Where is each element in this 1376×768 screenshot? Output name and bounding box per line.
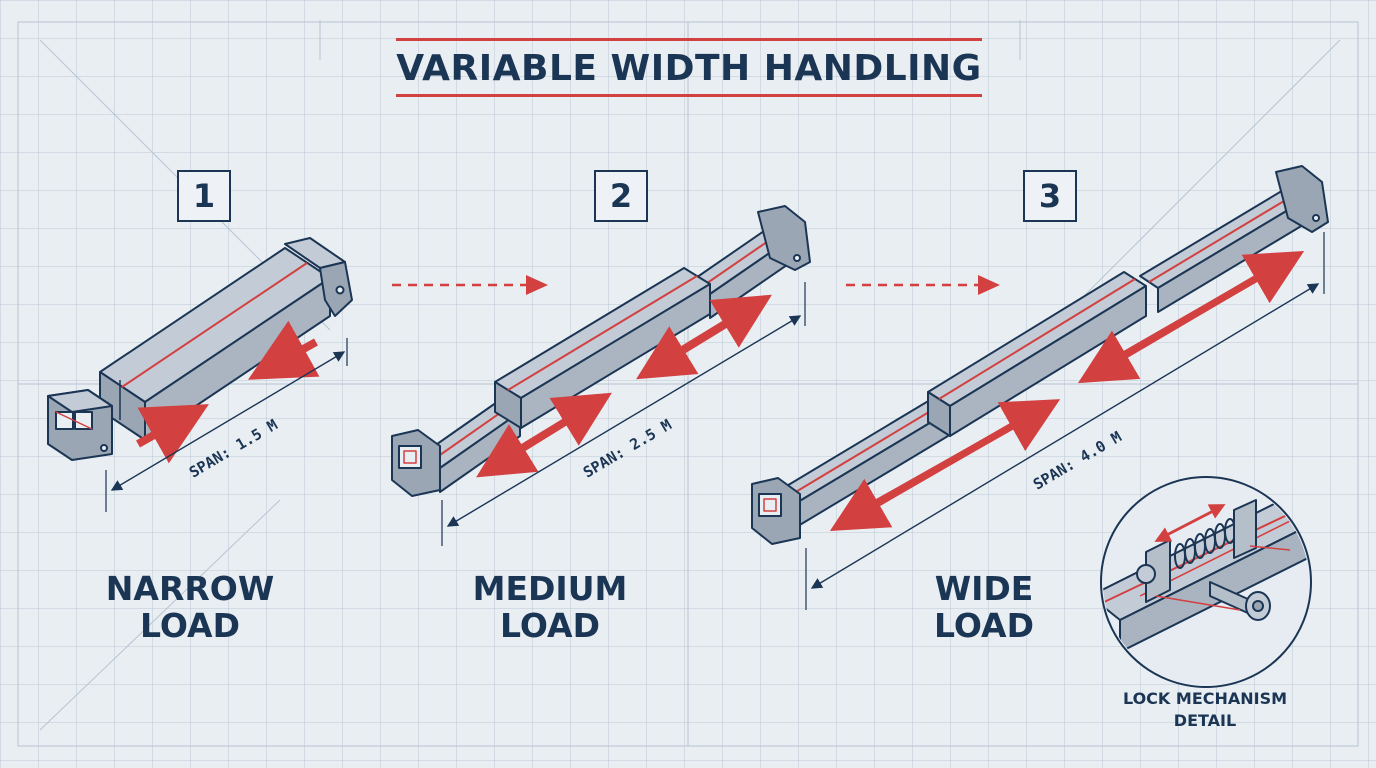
span-dimension-2 <box>441 282 806 546</box>
step-number-3: 3 <box>1023 170 1077 222</box>
load-label-wide-line1: WIDE <box>934 569 1034 608</box>
title-rule-top <box>396 38 982 41</box>
transition-arrow-2 <box>846 275 1000 295</box>
load-label-medium: MEDIUM LOAD <box>420 570 680 644</box>
span-dimension-3 <box>805 232 1325 610</box>
step-number-2: 2 <box>594 170 648 222</box>
load-label-wide-line2: LOAD <box>934 606 1034 645</box>
load-label-narrow: NARROW LOAD <box>60 570 320 644</box>
load-label-narrow-line2: LOAD <box>140 606 240 645</box>
load-label-wide: WIDE LOAD <box>854 570 1114 644</box>
step-number-1: 1 <box>177 170 231 222</box>
load-label-medium-line2: LOAD <box>500 606 600 645</box>
title-block: VARIABLE WIDTH HANDLING <box>396 38 982 98</box>
lock-mechanism-detail <box>1100 476 1312 688</box>
load-label-medium-line1: MEDIUM <box>472 569 628 608</box>
page-title: VARIABLE WIDTH HANDLING <box>396 48 982 89</box>
lock-mechanism-caption: LOCK MECHANISM DETAIL <box>1100 688 1310 732</box>
transition-arrow-1 <box>392 275 548 295</box>
lock-mechanism-caption-line2: DETAIL <box>1173 711 1237 730</box>
load-label-narrow-line1: NARROW <box>105 569 275 608</box>
title-rule-bottom <box>396 94 982 97</box>
span-dimension-1 <box>105 338 348 512</box>
lock-mechanism-caption-line1: LOCK MECHANISM <box>1122 689 1288 708</box>
beam-narrow <box>47 237 353 464</box>
